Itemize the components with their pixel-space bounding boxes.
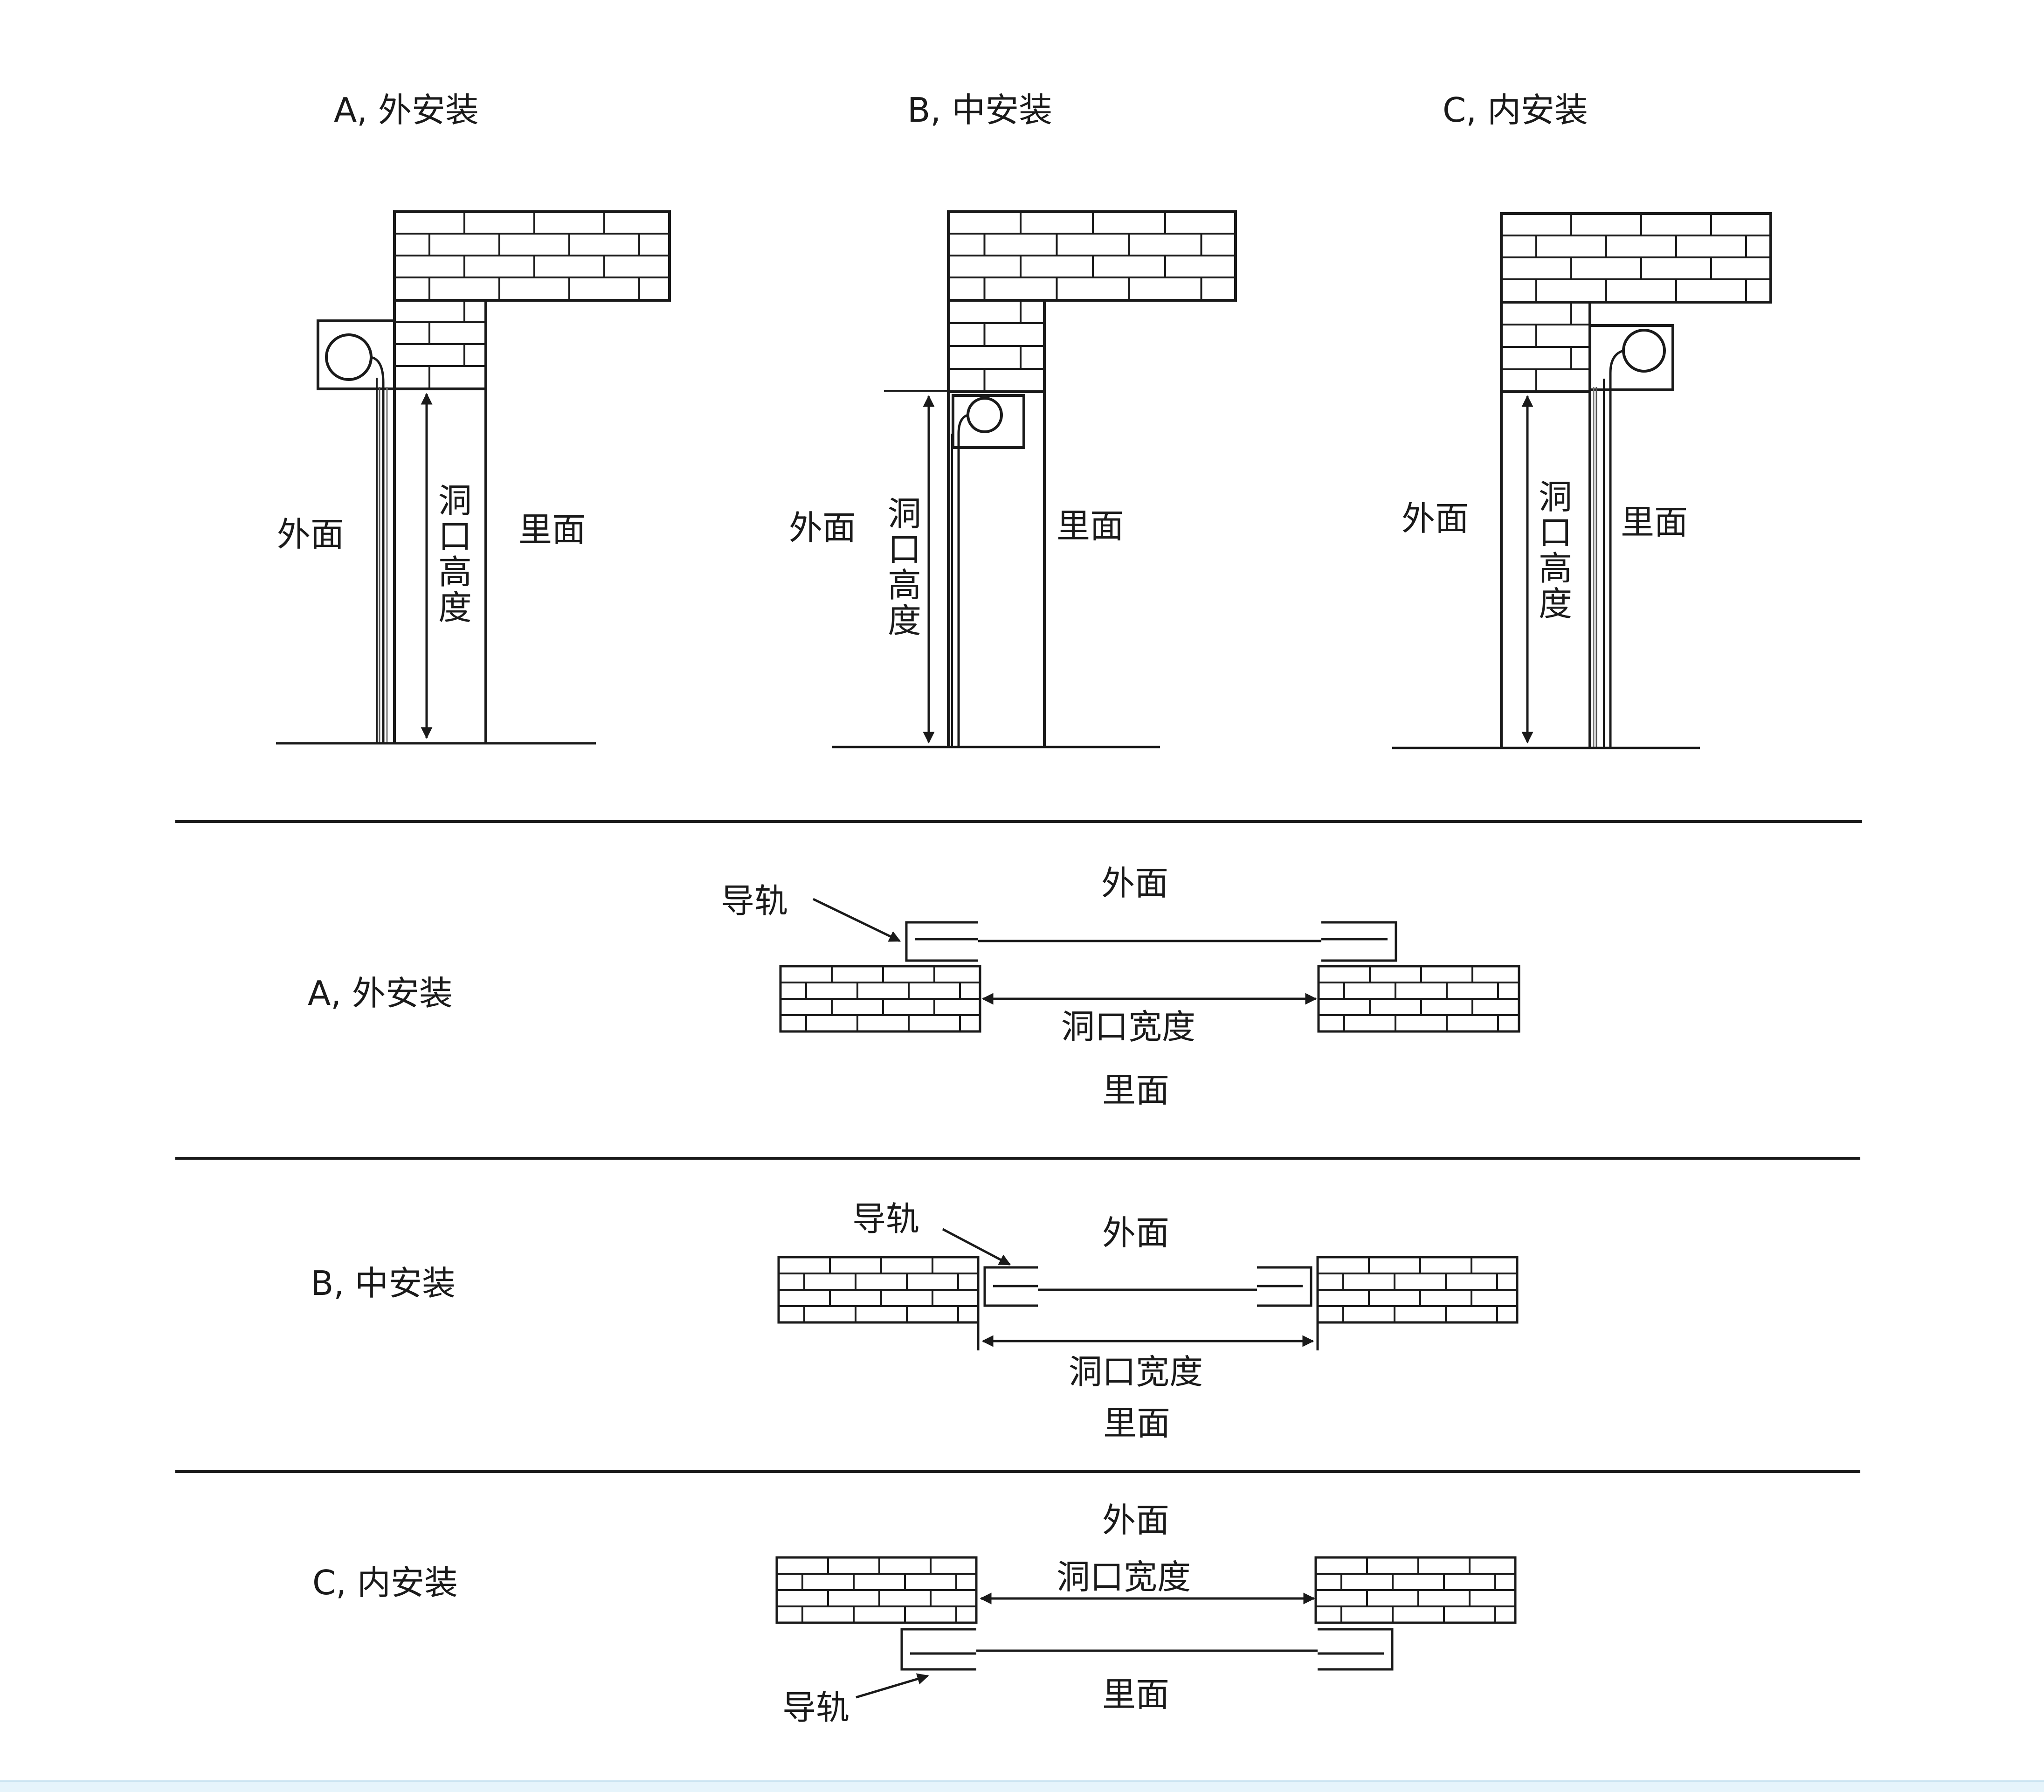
elevation-b-drawing [832, 210, 1237, 748]
elevation-c-outside-label: 外面 [1402, 499, 1469, 538]
brick-joints [948, 300, 1044, 392]
plan-b-inside-label: 里面 [1103, 1404, 1171, 1443]
plan-a-drawing [779, 898, 1520, 1033]
plan-a-inside-label: 里面 [1102, 1071, 1170, 1110]
bottom-band [0, 1780, 2044, 1792]
elevation-a-inside-label: 里面 [518, 510, 586, 549]
plan-c-width-label: 洞口宽度 [1057, 1557, 1191, 1597]
elevation-b-outside-label: 外面 [789, 508, 856, 547]
guide-rail-b-left [983, 1266, 1038, 1307]
plan-c-title: C, 内安装 [312, 1563, 458, 1602]
plan-b-drawing [777, 1228, 1519, 1350]
brick-joints [1319, 966, 1519, 1031]
brick-joints [1501, 302, 1590, 392]
brick-joints [1318, 1257, 1517, 1322]
plan-c-inside-label: 里面 [1102, 1675, 1170, 1714]
plan-c-outside-label: 外面 [1102, 1501, 1170, 1540]
curtain-a [371, 356, 385, 742]
plan-c-rail-label: 导轨 [782, 1688, 850, 1727]
elevation-c-inside-label: 里面 [1621, 503, 1688, 542]
elevation-a-title: A, 外安装 [334, 90, 479, 130]
plan-a-title: A, 外安装 [308, 974, 453, 1013]
brick-joints [1316, 1557, 1515, 1623]
rail-leader-b [942, 1228, 1011, 1266]
elevation-b-title: B, 中安装 [907, 90, 1053, 130]
guide-rail-c-left [900, 1628, 976, 1671]
guide-rail-c-right [1318, 1628, 1394, 1671]
brick-joints [1501, 214, 1771, 301]
roller-box-b [952, 394, 1025, 449]
brick-joints [779, 1257, 978, 1322]
plan-a-outside-label: 外面 [1101, 864, 1169, 903]
brick-joints [394, 212, 670, 299]
guide-rail-a-left [905, 921, 978, 962]
brick-joints [948, 212, 1236, 299]
plan-b-rail-label: 导轨 [852, 1199, 920, 1238]
curtain-c [1609, 349, 1624, 748]
elevation-a-drawing [276, 210, 671, 745]
elevation-a-height-label: 洞口高度 [438, 481, 472, 627]
plan-b-width-label: 洞口宽度 [1069, 1352, 1203, 1391]
elevation-a-outside-label: 外面 [277, 515, 345, 554]
curtain-b [957, 414, 968, 747]
elevation-c-drawing [1392, 212, 1772, 749]
elevation-b-height-label: 洞口高度 [887, 494, 921, 640]
elevation-c-title: C, 内安装 [1443, 90, 1588, 130]
guide-rail-b-right [1257, 1266, 1312, 1307]
separator-lines [175, 820, 1862, 1473]
brick-joints [780, 966, 980, 1031]
plan-a-width-label: 洞口宽度 [1061, 1007, 1196, 1046]
plan-b-title: B, 中安装 [311, 1264, 456, 1303]
rail-leader-c [856, 1673, 929, 1699]
plan-b-outside-label: 外面 [1102, 1213, 1170, 1252]
brick-joints [777, 1557, 976, 1623]
plan-a-rail-label: 导轨 [721, 881, 788, 920]
elevation-c-height-label: 洞口高度 [1538, 477, 1572, 623]
brick-joints [394, 300, 486, 388]
rail-leader-a [812, 898, 901, 942]
elevation-b-inside-label: 里面 [1057, 506, 1124, 546]
guide-rail-a-right [1321, 921, 1397, 962]
plan-c-drawing [775, 1556, 1517, 1699]
